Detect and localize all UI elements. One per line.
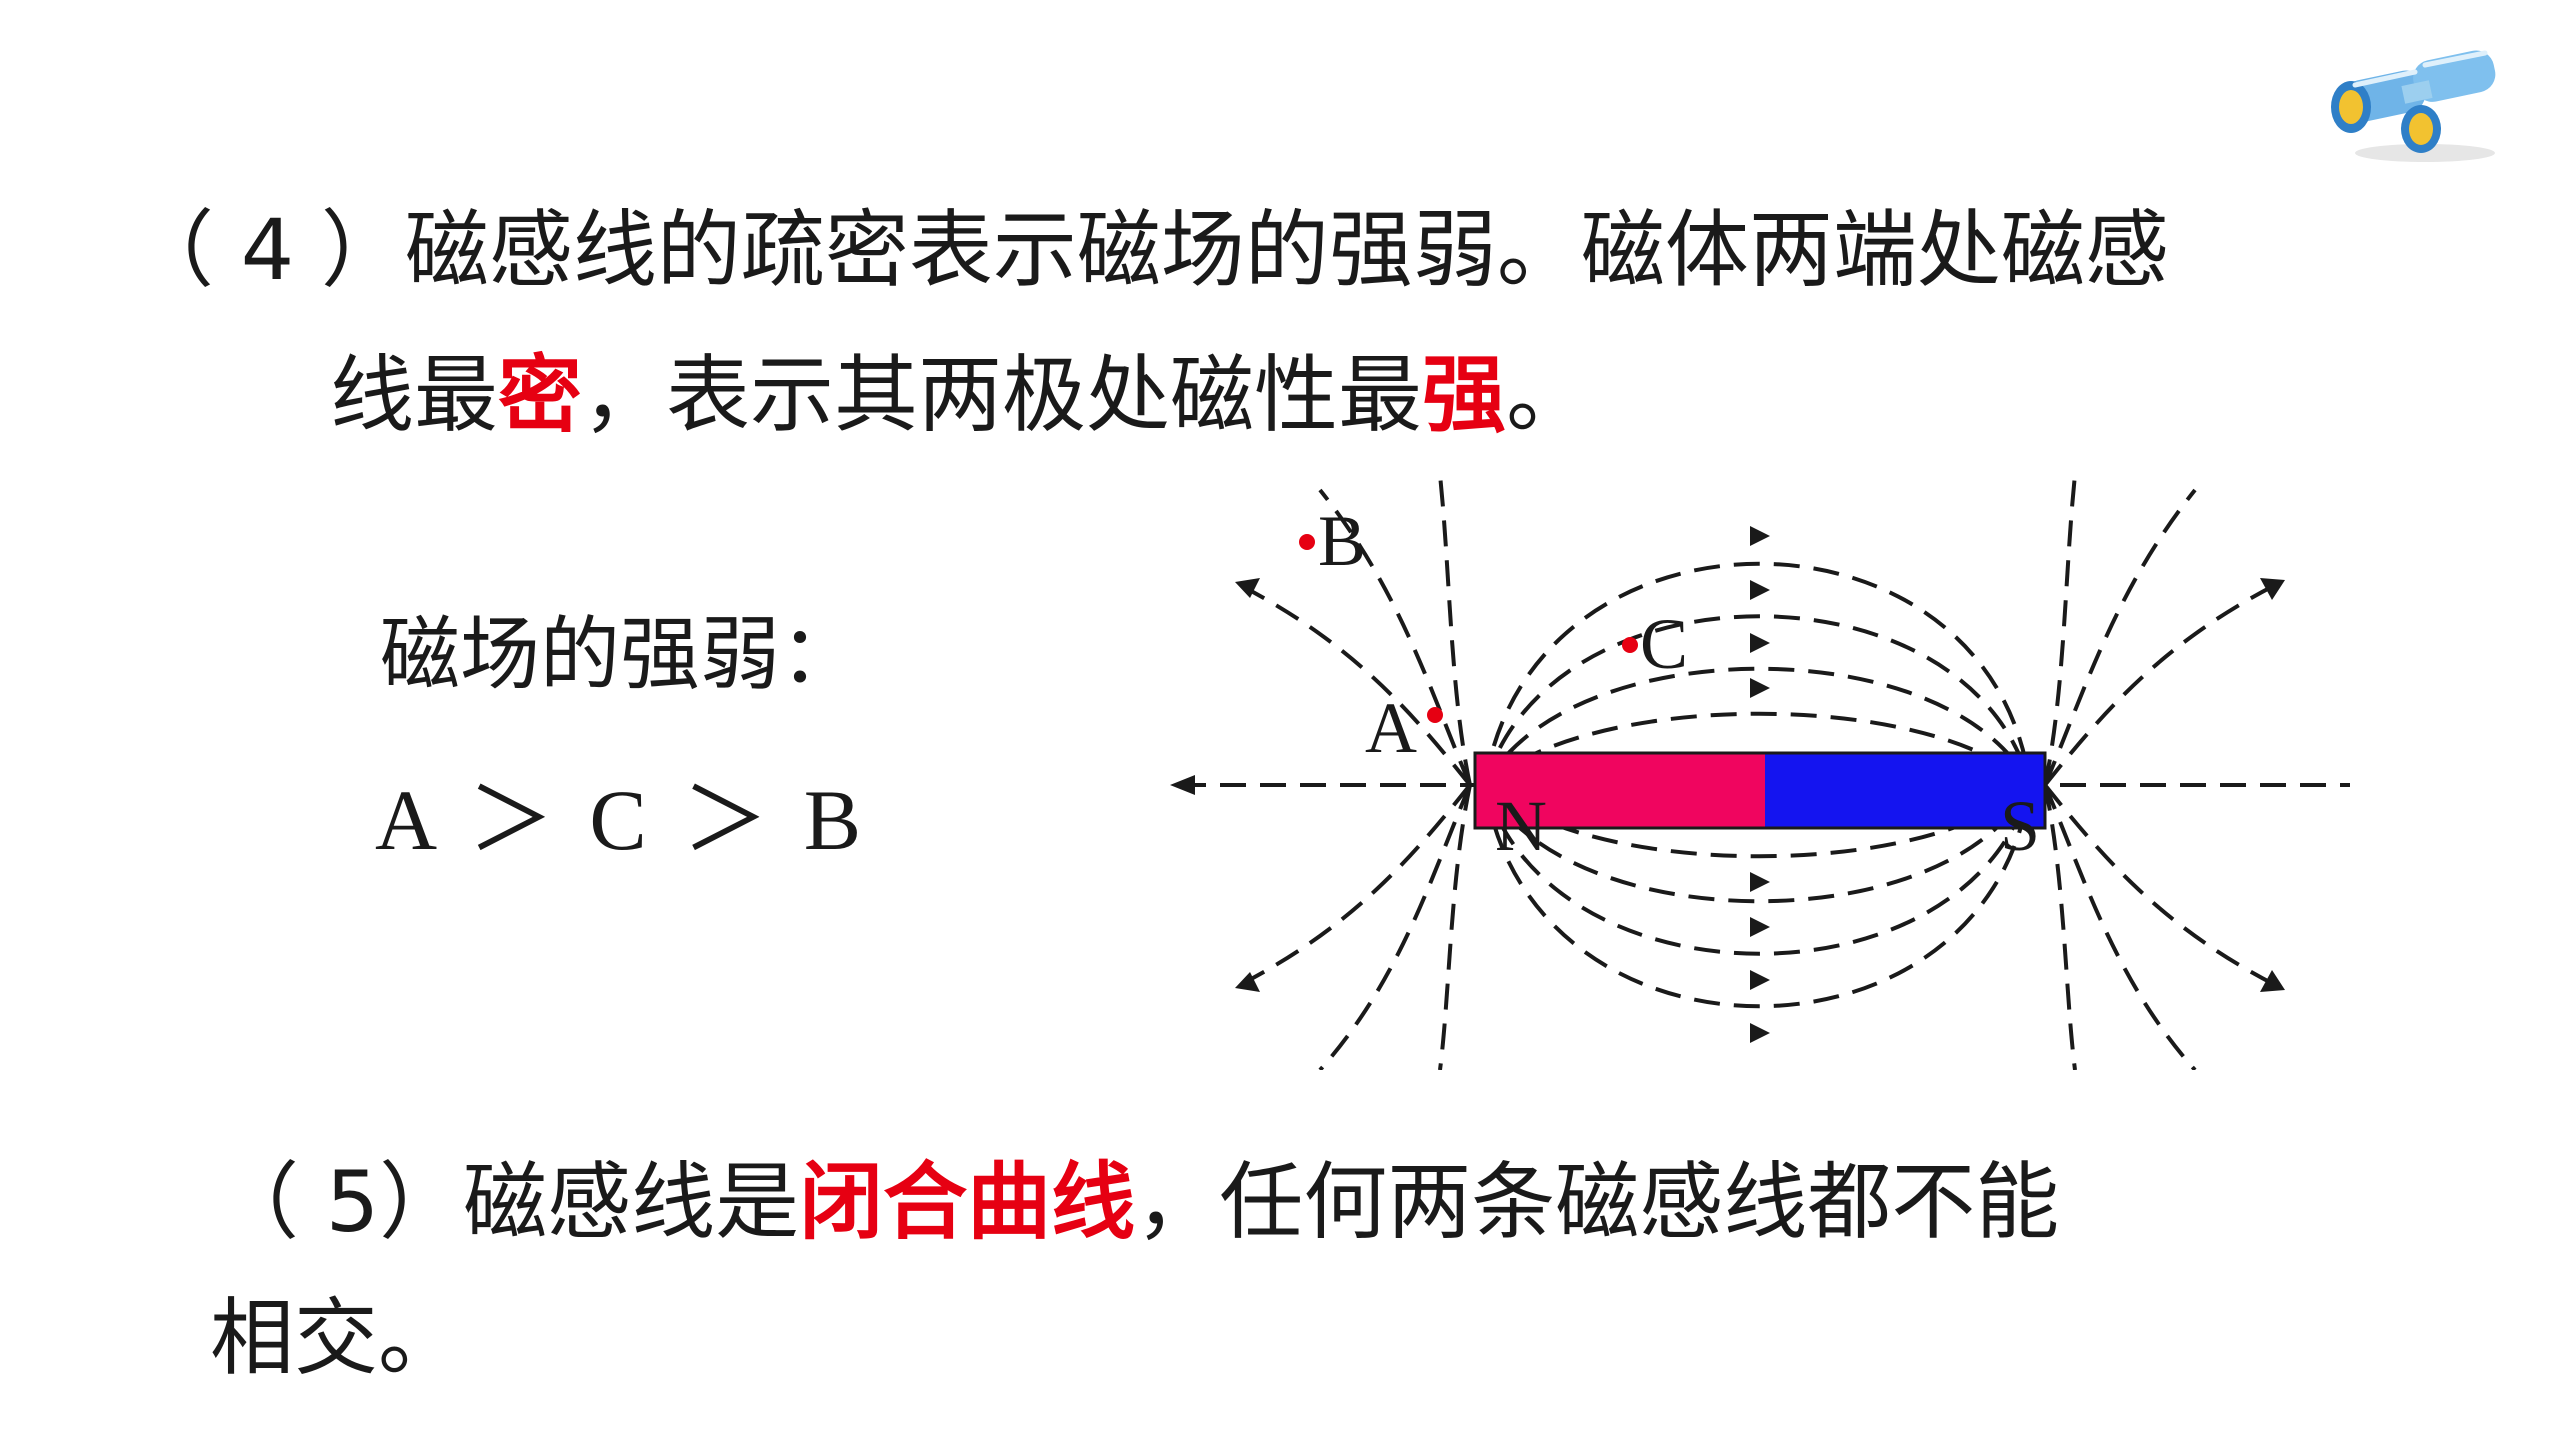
item5-post: ，任何两条磁感线都不能 (1135, 1153, 2060, 1251)
magnet-north-half (1475, 753, 1765, 828)
label-s: S (2000, 786, 2040, 866)
magnet-field-diagram: B C A N S (1170, 474, 2350, 1070)
item5-number: （ 5） (215, 1153, 464, 1251)
item4-line2-pre: 线最 (330, 346, 499, 444)
binoculars-icon (2331, 50, 2496, 162)
item5-pre: 磁感线是 (463, 1153, 800, 1251)
item4-line2-mid: ，表示其两极处磁性最 (582, 346, 1423, 444)
highlight-strong: 强 (1422, 346, 1507, 444)
item4-line2: 线最密，表示其两极处磁性最强。 (330, 345, 1590, 445)
field-lines (1180, 474, 2350, 1070)
item4-number: （ 4 ） (130, 201, 405, 299)
item5-line1: （ 5）磁感线是闭合曲线，任何两条磁感线都不能 (215, 1152, 2059, 1252)
point-b (1299, 534, 1315, 550)
strength-label: 磁场的强弱： (380, 608, 860, 701)
magnet-south-half (1765, 753, 2045, 828)
field-arrows (1170, 526, 2285, 1043)
label-b: B (1318, 501, 1366, 581)
item5-line2: 相交。 (210, 1289, 463, 1387)
item4-line1-text: 磁感线的疏密表示磁场的强弱。磁体两端处磁感 (404, 201, 2169, 299)
point-c (1622, 637, 1638, 653)
item4-line2-end: 。 (1506, 346, 1591, 444)
highlight-dense: 密 (498, 346, 583, 444)
label-n: N (1495, 786, 1547, 866)
label-a: A (1365, 688, 1417, 768)
label-c: C (1640, 604, 1688, 684)
highlight-closed-curve: 闭合曲线 (799, 1153, 1136, 1251)
item4-line1: （ 4 ）磁感线的疏密表示磁场的强弱。磁体两端处磁感 (130, 200, 2169, 300)
point-a (1427, 707, 1443, 723)
strength-order: A ＞ C ＞ B (375, 772, 862, 868)
